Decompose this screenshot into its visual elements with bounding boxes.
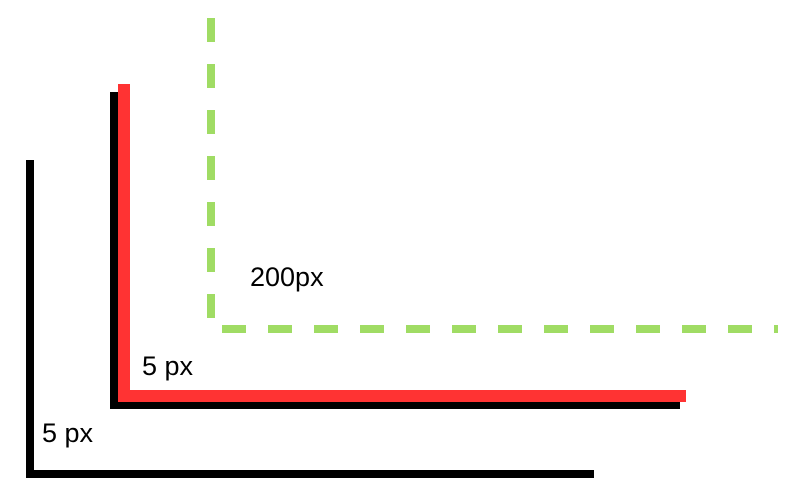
black-outer-corner	[26, 160, 594, 478]
green-dashed-corner	[207, 16, 778, 333]
black-inner-corner	[110, 92, 680, 409]
green-offset-label: 200px	[250, 262, 324, 292]
red-corner	[118, 84, 686, 402]
black-offset-label: 5 px	[42, 418, 94, 448]
red-offset-label: 5 px	[142, 351, 194, 381]
